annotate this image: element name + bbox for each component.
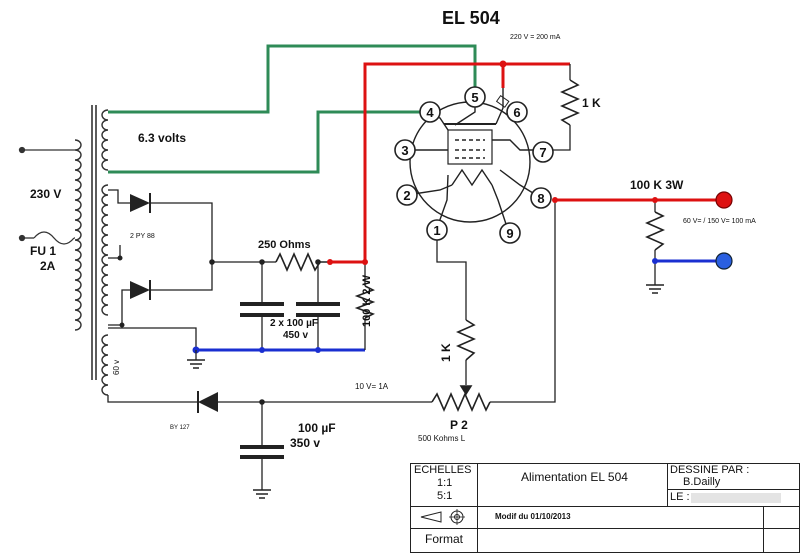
black-wiring <box>107 64 656 490</box>
resistor-1k-grid <box>456 319 476 361</box>
modified-note: Modif du 01/10/2013 <box>495 512 571 521</box>
label-caps-voltage: 450 v <box>283 330 309 341</box>
label-r-1k-screen: 1 K <box>582 96 601 110</box>
pin-2 <box>396 184 418 206</box>
diode-lower <box>130 280 151 300</box>
label-diode-bias: BY 127 <box>170 425 190 431</box>
pin-8 <box>530 187 552 209</box>
pin-3 <box>394 139 416 161</box>
label-cap-bias-value: 100 µF <box>298 421 336 435</box>
label-60v: 60 v <box>112 359 121 375</box>
pin-5 <box>464 86 486 108</box>
label-diodes: 2 PY 88 <box>130 233 155 240</box>
pin-label-3: 3 <box>401 143 408 158</box>
pin-label-1: 1 <box>433 223 440 238</box>
drawn-by-cell: DESSINE PAR : B.Dailly LE : <box>667 464 799 507</box>
pin-9 <box>499 222 521 244</box>
pin-4 <box>419 101 441 123</box>
blue-junctions <box>192 258 658 354</box>
date-redacted <box>691 493 781 503</box>
primary-leads <box>18 146 75 245</box>
pin-label-8: 8 <box>537 191 544 206</box>
diagram-title: EL 504 <box>442 8 500 28</box>
label-plate-supply: 220 V = 200 mA <box>510 34 561 41</box>
plate-wiring <box>330 62 718 264</box>
label-r-bleeder: 100 K 2 W <box>361 275 373 327</box>
label-mains: 230 V <box>30 187 62 201</box>
resistor-250-ohms <box>275 252 330 272</box>
ground-wiring <box>196 259 718 352</box>
diode-bias <box>197 391 218 413</box>
ground-symbol <box>252 489 272 499</box>
label-output-voltage: 60 V= / 150 V= 100 mA <box>683 218 756 225</box>
fuse-symbol <box>33 231 75 245</box>
projection-symbol-icon <box>420 509 465 525</box>
filament-wiring <box>108 44 477 174</box>
scales-header: ECHELLES <box>414 464 472 476</box>
tube-el504 <box>406 88 545 231</box>
scale-2: 5:1 <box>437 490 453 502</box>
label-pot-value: 500 Kohms L <box>418 434 466 443</box>
capacitor-filter-1 <box>240 302 284 317</box>
drawing-title-cell: Alimentation EL 504 <box>477 464 668 507</box>
projection-cell <box>411 506 478 529</box>
scales-cell: ECHELLES 1:1 5:1 <box>411 464 478 507</box>
pin-label-2: 2 <box>403 188 410 203</box>
label-pot-ref: P 2 <box>450 418 468 432</box>
potentiometer-p2 <box>431 385 491 412</box>
resistor-100k-2w <box>354 285 376 319</box>
label-fuse-ref: FU 1 <box>30 244 57 258</box>
terminal-positive <box>715 191 733 209</box>
diode-upper <box>130 193 151 213</box>
junctions <box>117 255 321 405</box>
label-r-load: 100 K 3W <box>630 178 684 192</box>
pin-1 <box>426 219 448 241</box>
ground-symbol <box>186 359 206 369</box>
format-label: Format <box>425 532 464 546</box>
label-fuse-rating: 2A <box>40 259 56 273</box>
ground-symbol <box>645 284 665 294</box>
pin-6 <box>506 101 528 123</box>
scale-1: 1:1 <box>437 477 453 489</box>
capacitor-bias <box>240 445 284 459</box>
label-r-series: 250 Ohms <box>258 239 311 251</box>
drawing-title: Alimentation EL 504 <box>521 470 628 484</box>
pin-7 <box>532 141 554 163</box>
capacitor-filter-2 <box>296 302 340 317</box>
label-cap-bias-voltage: 350 v <box>290 436 321 450</box>
label-r-1k-grid: 1 K <box>439 343 453 362</box>
pin-label-7: 7 <box>539 145 546 160</box>
red-junctions <box>327 60 658 265</box>
tube-pins <box>394 86 554 244</box>
drawn-by: B.Dailly <box>683 476 721 488</box>
pin-label-9: 9 <box>506 226 513 241</box>
pin-label-4: 4 <box>426 105 434 120</box>
label-bias-supply: 10 V= 1A <box>355 382 389 391</box>
resistor-output <box>645 211 665 251</box>
pin-label-6: 6 <box>513 105 520 120</box>
date-label: LE : <box>670 491 690 503</box>
pin-label-5: 5 <box>471 90 478 105</box>
label-caps-value: 2 x 100 µF <box>270 318 319 329</box>
label-filament: 6.3 volts <box>138 131 187 145</box>
resistor-1k-screen <box>560 79 580 126</box>
terminal-negative <box>715 252 733 270</box>
drawn-by-header: DESSINE PAR : <box>670 464 750 476</box>
format-cell: Format <box>411 528 478 552</box>
title-block: ECHELLES 1:1 5:1 Alimentation EL 504 DES… <box>410 463 800 553</box>
transformer <box>74 105 109 396</box>
